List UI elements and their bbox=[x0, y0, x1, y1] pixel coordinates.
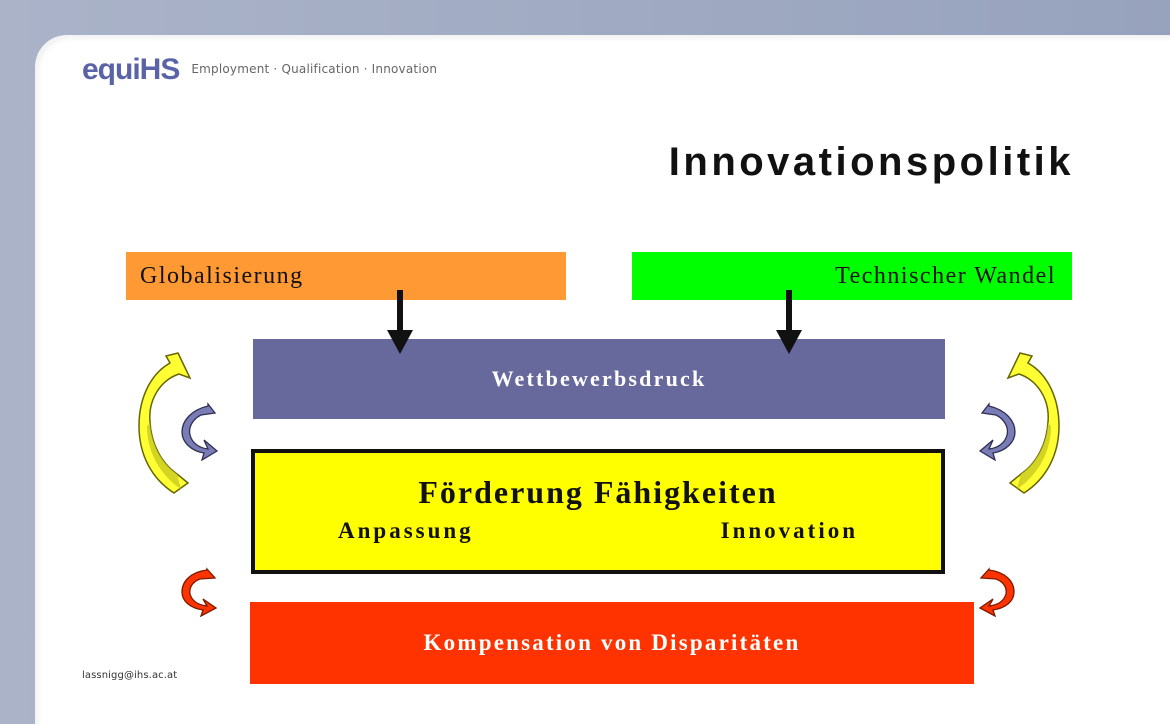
blue-cycle-arrow-icon-right bbox=[979, 402, 1016, 461]
red-cycle-arrow-icon-right bbox=[979, 567, 1015, 617]
foerderung-faehigkeiten-box: Förderung Fähigkeiten Anpassung Innovati… bbox=[251, 449, 945, 574]
wettbewerbsdruck-label: Wettbewerbsdruck bbox=[491, 366, 707, 391]
footer-email: lassnigg@ihs.ac.at bbox=[82, 670, 178, 681]
kompensation-box: Kompensation von Disparitäten bbox=[250, 602, 974, 684]
logo-tagline: Employment · Qualification · Innovation bbox=[191, 62, 438, 76]
down-arrow-icon-left bbox=[387, 290, 413, 354]
yellow-cycle-arrow-icon-left bbox=[138, 352, 192, 494]
wettbewerbsdruck-box: Wettbewerbsdruck bbox=[253, 339, 945, 419]
logo-mark: equiHS bbox=[82, 53, 180, 86]
foerderung-subtitles: Anpassung Innovation bbox=[338, 518, 858, 544]
innovation-label: Innovation bbox=[720, 518, 858, 543]
red-cycle-arrow-icon-left bbox=[181, 567, 217, 617]
technischer-wandel-label: Technischer Wandel bbox=[835, 262, 1056, 289]
logo-text: equiHS bbox=[82, 53, 180, 86]
foerderung-title: Förderung Fähigkeiten bbox=[418, 474, 778, 510]
technischer-wandel-box: Technischer Wandel bbox=[632, 252, 1072, 300]
yellow-cycle-arrow-icon-right bbox=[1006, 352, 1060, 494]
logo: equiHS Employment · Qualification · Inno… bbox=[82, 55, 437, 85]
globalisierung-box: Globalisierung bbox=[126, 252, 566, 300]
down-arrow-icon-right bbox=[776, 290, 802, 354]
page-title: Innovationspolitik bbox=[668, 140, 1074, 184]
blue-cycle-arrow-icon-left bbox=[181, 402, 218, 461]
anpassung-label: Anpassung bbox=[338, 518, 474, 543]
kompensation-label: Kompensation von Disparitäten bbox=[423, 630, 801, 655]
globalisierung-label: Globalisierung bbox=[140, 262, 304, 289]
